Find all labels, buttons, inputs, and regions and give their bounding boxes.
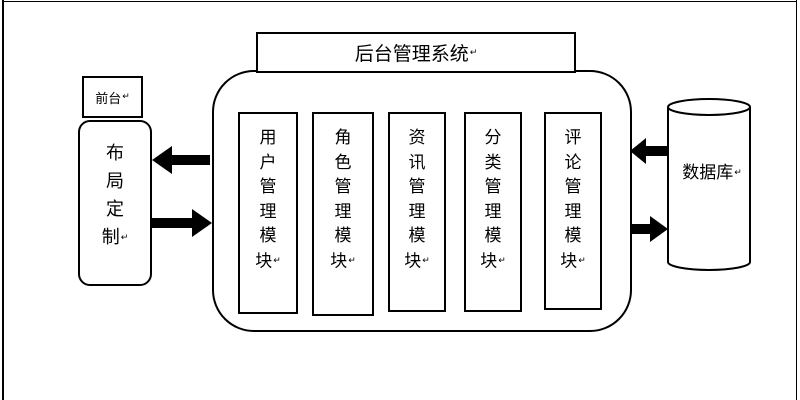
vertical-char: 模 (564, 226, 582, 246)
frame-right-border (796, 0, 797, 400)
arrow-right-icon (630, 216, 668, 242)
vertical-char: 户 (259, 152, 277, 173)
module-label: 资讯管理模块↵ (390, 126, 444, 273)
database-cylinder (667, 98, 751, 271)
vertical-char: 理 (408, 201, 426, 222)
paragraph-mark: ↵ (498, 255, 506, 266)
database-label: 数据库↵ (672, 160, 752, 186)
vertical-char: 管 (484, 177, 502, 197)
module-news-management: 资讯管理模块↵ (388, 112, 446, 312)
paragraph-mark: ↵ (469, 47, 478, 58)
vertical-char: 用 (259, 128, 277, 148)
module-category-management: 分类管理模块↵ (464, 112, 522, 312)
vertical-char: 管 (259, 177, 277, 197)
module-text: 资讯管理模块↵ (404, 126, 430, 273)
vertical-char: 理 (564, 201, 582, 222)
module-label: 用户管理模块↵ (240, 126, 296, 273)
arrow-right-icon (152, 209, 212, 237)
vertical-char: 角 (334, 128, 352, 148)
vertical-char: 块↵ (480, 250, 506, 271)
vertical-char: 布 (105, 143, 124, 164)
vertical-char: 管 (408, 177, 426, 197)
vertical-char: 类 (484, 152, 502, 173)
paragraph-mark: ↵ (120, 233, 129, 243)
frame-top-border (2, 1, 797, 2)
vertical-char: 模 (408, 226, 426, 246)
system-title-box: 后台管理系统↵ (256, 32, 576, 73)
module-text: 分类管理模块↵ (480, 126, 506, 273)
module-label: 角色管理模块↵ (314, 126, 372, 273)
module-label: 评论管理模块↵ (546, 126, 600, 273)
arrow-left-icon (630, 138, 668, 164)
layout-customization-label: 布局定制↵ (80, 140, 150, 252)
module-text: 用户管理模块↵ (255, 126, 281, 273)
vertical-char: 管 (334, 177, 352, 197)
vertical-char: 模 (484, 226, 502, 246)
vertical-char: 评 (564, 128, 582, 148)
vertical-char: 块↵ (404, 250, 430, 271)
vertical-char: 块↵ (560, 250, 586, 271)
paragraph-mark: ↵ (273, 255, 281, 266)
module-label: 分类管理模块↵ (466, 126, 520, 273)
arrow-left-icon (152, 146, 210, 174)
vertical-char: 理 (484, 201, 502, 222)
vertical-char: 模 (259, 226, 277, 246)
paragraph-mark: ↵ (348, 255, 356, 266)
module-text: 评论管理模块↵ (560, 126, 586, 273)
vertical-char: 管 (564, 177, 582, 197)
vertical-char: 定 (105, 199, 124, 220)
module-comment-management: 评论管理模块↵ (544, 112, 602, 310)
vertical-char: 块↵ (255, 250, 281, 271)
vertical-char: 理 (334, 201, 352, 222)
database-text: 数据库 (682, 163, 734, 183)
vertical-char: 分 (484, 128, 502, 148)
vertical-char: 块↵ (330, 250, 356, 271)
module-user-management: 用户管理模块↵ (238, 112, 298, 314)
vertical-char: 资 (408, 128, 426, 148)
module-role-management: 角色管理模块↵ (312, 112, 374, 316)
system-title: 后台管理系统 (354, 43, 469, 65)
vertical-char: 局 (105, 171, 124, 192)
layout-customization-text: 布局定制↵ (102, 140, 129, 252)
front-end-label: 前台↵ (82, 76, 143, 118)
paragraph-mark: ↵ (422, 255, 430, 266)
vertical-char: 讯 (408, 152, 426, 173)
paragraph-mark: ↵ (734, 168, 742, 178)
layout-customization-box: 布局定制↵ (78, 120, 152, 286)
front-end-text: 前台 (95, 91, 122, 107)
vertical-char: 模 (334, 226, 352, 246)
vertical-char: 制↵ (101, 227, 129, 248)
vertical-char: 论 (564, 152, 582, 173)
paragraph-mark: ↵ (578, 255, 586, 266)
vertical-char: 色 (334, 152, 352, 173)
module-text: 角色管理模块↵ (330, 126, 356, 273)
frame-left-border (2, 0, 4, 400)
paragraph-mark: ↵ (122, 92, 130, 102)
vertical-char: 理 (259, 201, 277, 222)
